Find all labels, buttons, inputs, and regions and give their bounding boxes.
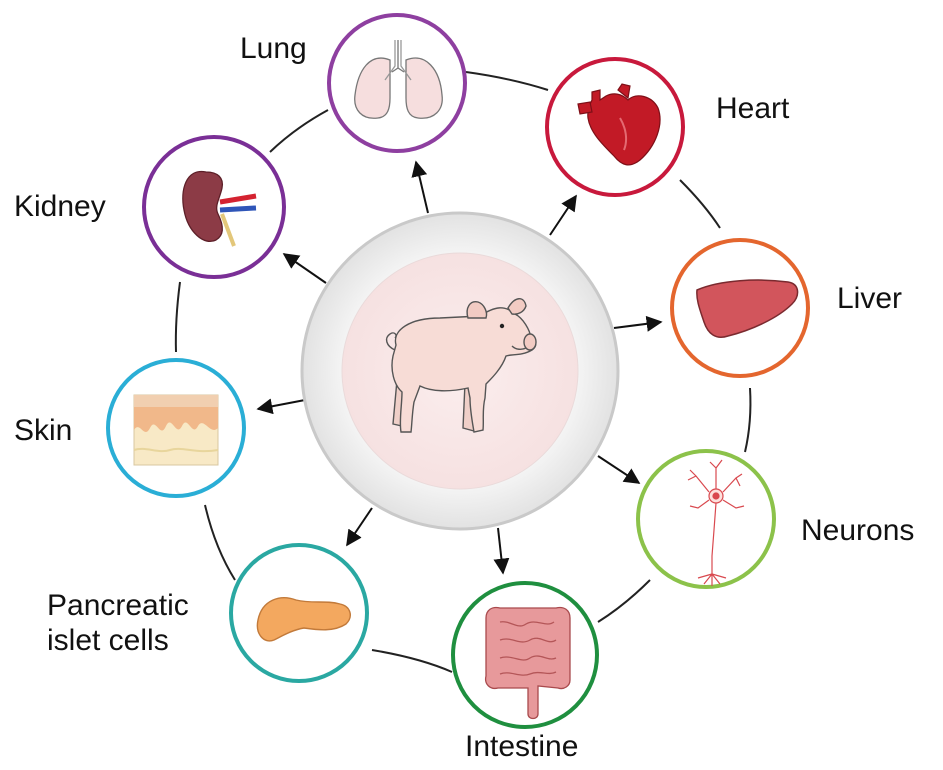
lung-ring	[329, 15, 465, 151]
connector-skin-kidney	[176, 282, 180, 352]
organ-node-pancreas	[231, 545, 367, 681]
label-neurons: Neurons	[801, 514, 914, 549]
arrow-to-heart	[550, 196, 576, 235]
organ-node-neurons	[638, 451, 774, 587]
arrow-to-intestine	[498, 528, 503, 573]
organ-node-kidney	[144, 137, 284, 277]
organ-node-intestine	[453, 583, 597, 727]
connector-lung-heart	[466, 72, 548, 90]
arrow-to-kidney	[284, 254, 326, 283]
arrow-to-pancreas	[347, 508, 372, 545]
label-liver: Liver	[837, 282, 902, 317]
arrow-to-liver	[614, 322, 661, 328]
label-lung: Lung	[240, 32, 307, 67]
arrow-to-skin	[258, 400, 305, 409]
organ-node-heart	[547, 59, 683, 195]
label-heart: Heart	[716, 92, 789, 127]
connector-heart-liver	[680, 180, 720, 228]
label-pancreas: Pancreatic islet cells	[47, 589, 189, 658]
connector-pancreas-skin	[205, 505, 235, 580]
label-kidney: Kidney	[14, 190, 106, 225]
organ-node-skin	[108, 360, 244, 496]
skin-icon	[134, 395, 218, 465]
connector-liver-neurons	[745, 388, 750, 452]
connector-neurons-intestine	[598, 580, 650, 622]
connector-kidney-lung	[270, 110, 328, 152]
center-pig-circle	[302, 213, 618, 529]
neurons-ring	[638, 451, 774, 587]
connector-intestine-pancreas	[372, 650, 452, 672]
label-intestine: Intestine	[465, 730, 578, 765]
label-skin: Skin	[14, 414, 72, 449]
arrow-to-neurons	[598, 456, 639, 483]
label-pancreas-line1: Pancreatic	[47, 589, 189, 624]
organ-node-liver	[672, 240, 808, 376]
arrow-to-lung	[416, 162, 428, 213]
label-pancreas-line2: islet cells	[47, 624, 189, 659]
organ-node-lung	[329, 15, 465, 151]
